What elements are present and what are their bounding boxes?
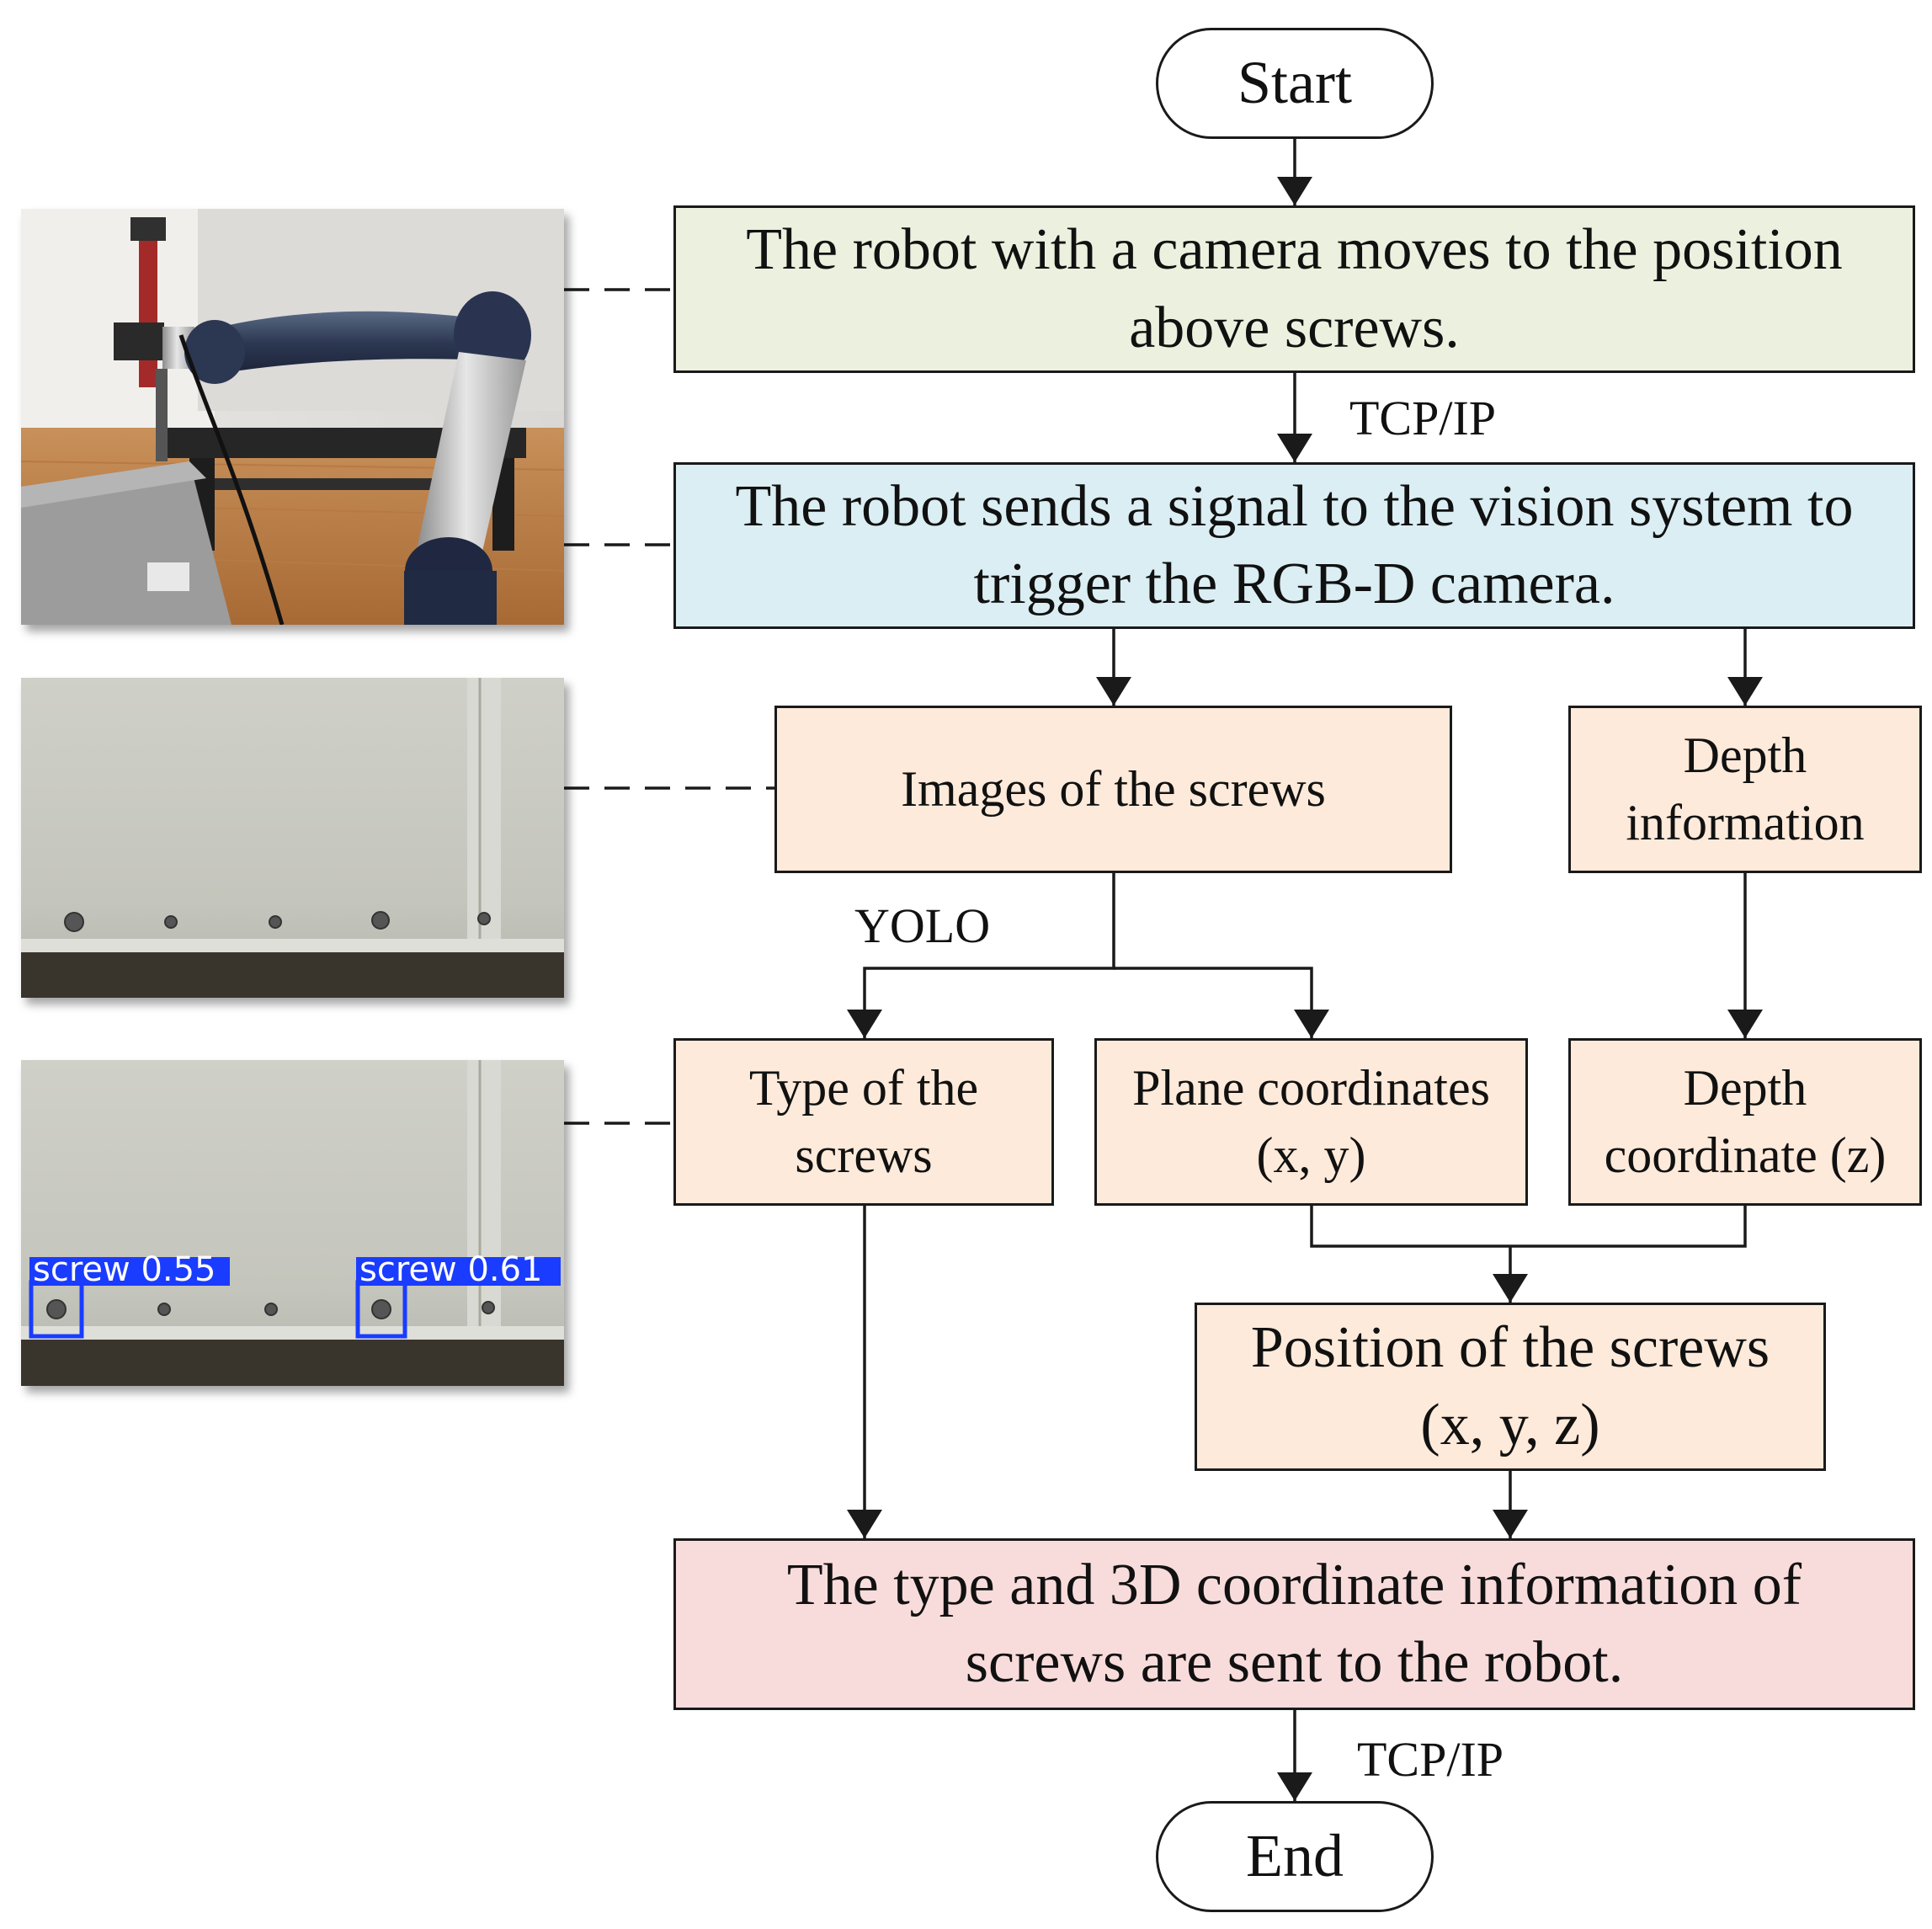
step-move-label: The robot with a camera moves to the pos… (746, 217, 1843, 360)
depth-coord-box: Depth coordinate (z) (1568, 1038, 1922, 1206)
detection-box-1: screw 0.55 (29, 1250, 230, 1339)
merge-line (1310, 1206, 1747, 1248)
send-box: The type and 3D coordinate information o… (673, 1538, 1915, 1710)
plate-photo (21, 678, 564, 998)
detection-label-2: screw 0.61 (359, 1250, 543, 1289)
position-box: Position of the screws (x, y, z) (1195, 1303, 1826, 1471)
step-trigger-label: The robot sends a signal to the vision s… (735, 473, 1854, 616)
tcp-ip-label-2: TCP/IP (1357, 1732, 1504, 1787)
robot-photo (21, 209, 564, 625)
start-label: Start (1237, 49, 1352, 117)
arrow-images-to-type (847, 873, 1115, 1038)
type-box: Type of the screws (673, 1038, 1054, 1206)
depth-info-label: Depth information (1626, 727, 1865, 850)
plane-box: Plane coordinates (x, y) (1094, 1038, 1528, 1206)
images-label: Images of the screws (901, 760, 1326, 817)
plane-label: Plane coordinates (x, y) (1132, 1060, 1490, 1183)
tcp-ip-label-1: TCP/IP (1349, 391, 1497, 445)
images-box: Images of the screws (774, 706, 1452, 873)
detection-label-1: screw 0.55 (33, 1250, 216, 1289)
yolo-label: YOLO (854, 898, 991, 953)
end-label: End (1246, 1822, 1344, 1890)
step-trigger-box: The robot sends a signal to the vision s… (673, 462, 1915, 629)
depth-info-box: Depth information (1568, 706, 1922, 873)
send-label: The type and 3D coordinate information o… (786, 1552, 1802, 1695)
depth-coord-label: Depth coordinate (z) (1604, 1060, 1887, 1183)
detection-box-2: screw 0.61 (355, 1250, 561, 1339)
arrow-images-to-plane (1114, 967, 1329, 1038)
position-label: Position of the screws (x, y, z) (1250, 1314, 1770, 1457)
start-terminal: Start (1156, 28, 1434, 139)
step-move-box: The robot with a camera moves to the pos… (673, 205, 1915, 373)
end-terminal: End (1156, 1801, 1434, 1912)
detection-photo: screw 0.55 screw 0.61 (21, 1060, 564, 1386)
type-label: Type of the screws (748, 1060, 979, 1183)
